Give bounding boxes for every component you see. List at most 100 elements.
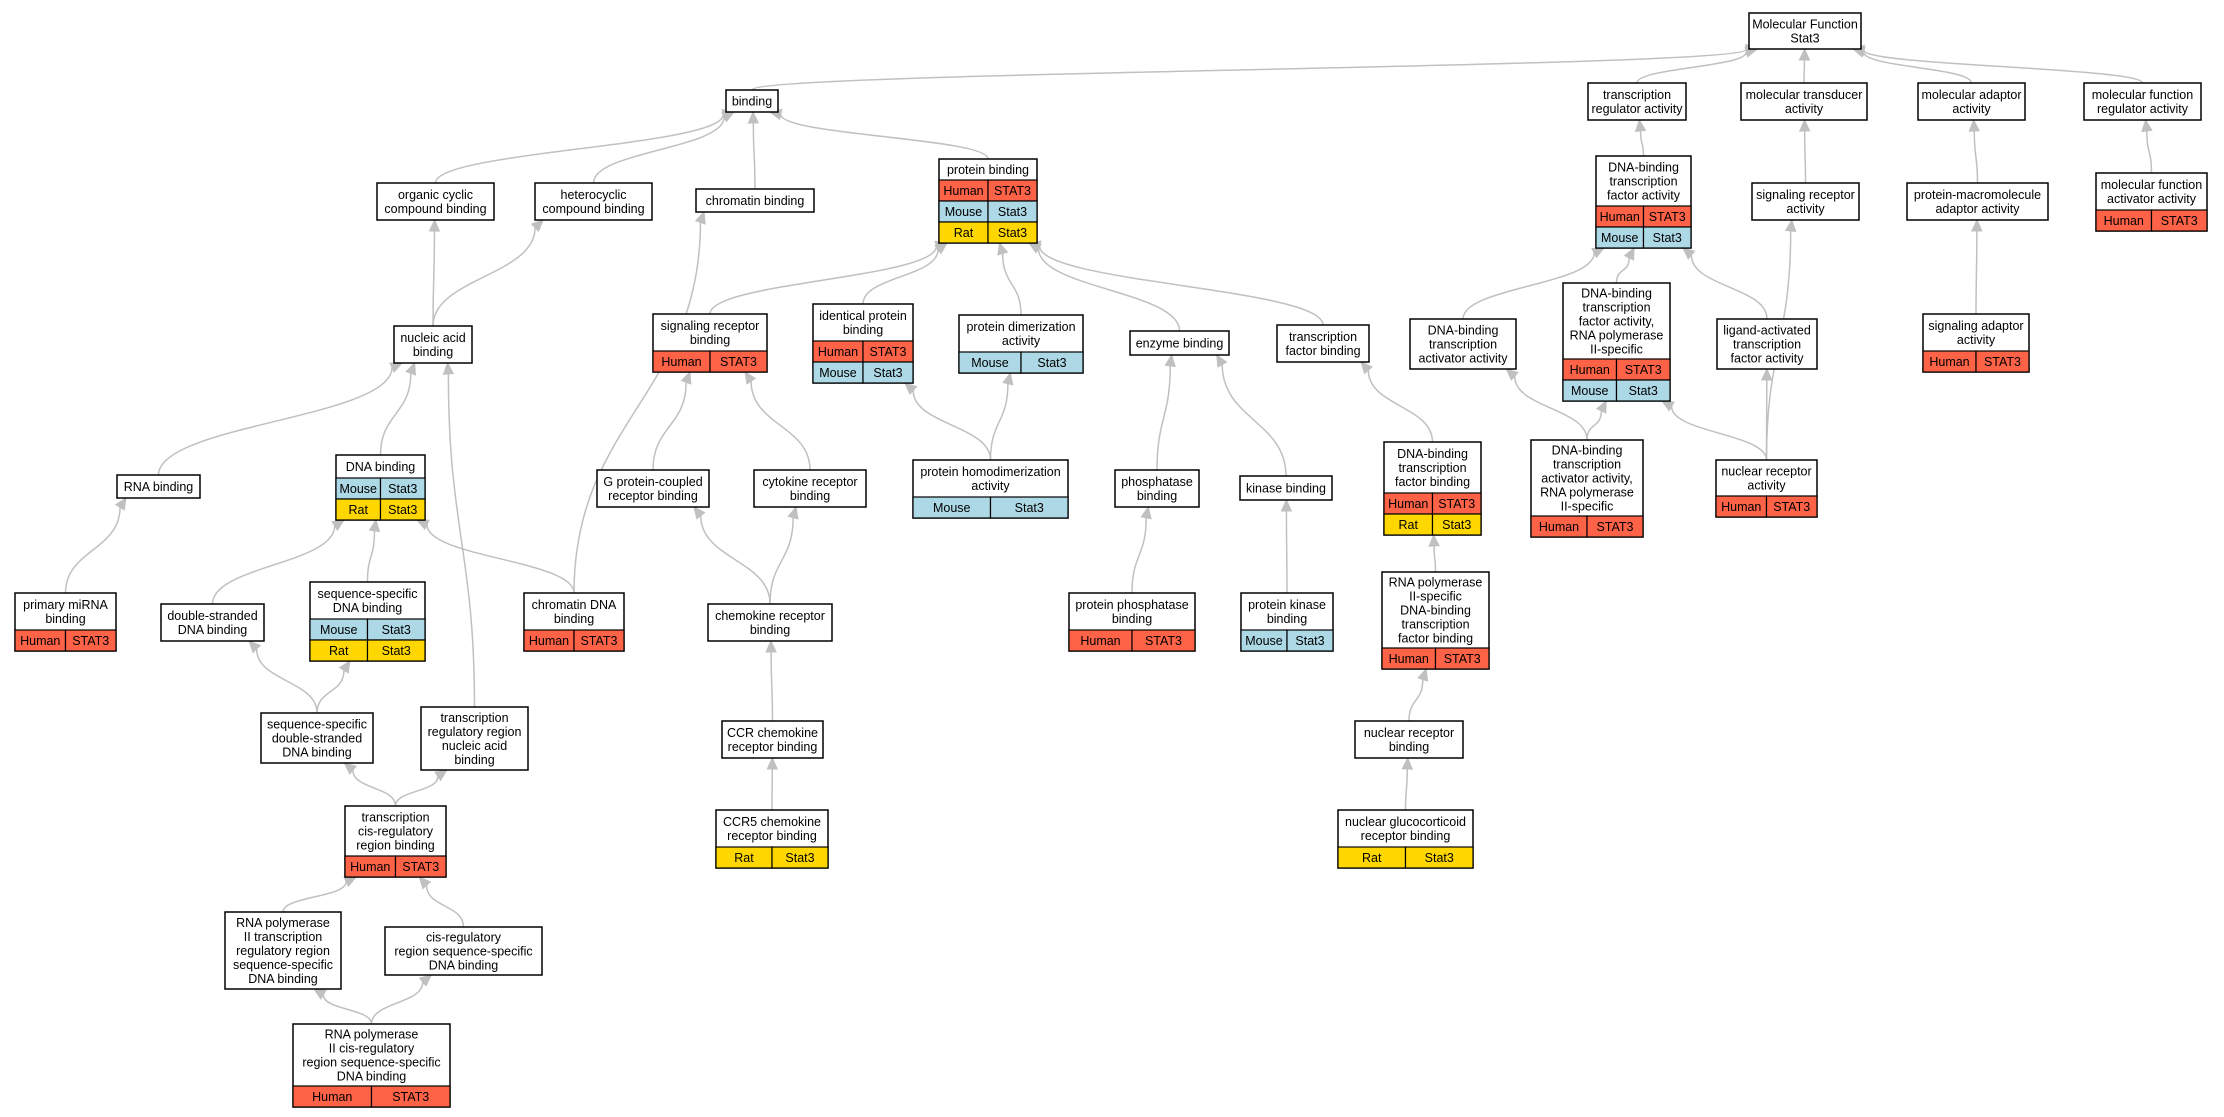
arrowhead (1505, 368, 1519, 381)
node-frame (695, 188, 815, 213)
edge-ssddb-to-ssdb (316, 670, 345, 714)
gene-cell (1615, 379, 1671, 402)
gene-cell (1431, 513, 1482, 536)
edge-eb-to-pb (1037, 248, 1181, 332)
node-label-line: binding (790, 489, 830, 503)
arrowhead (1140, 505, 1152, 520)
gene-label: Stat3 (998, 205, 1027, 219)
edge-ipb-to-pb (862, 249, 939, 305)
gene-label: STAT3 (994, 184, 1031, 198)
node-label-line: protein dimerization (966, 320, 1075, 334)
species-label: Rat (954, 226, 974, 240)
gene-label: STAT3 (392, 1090, 429, 1104)
arrowhead (2141, 118, 2153, 133)
gene-label: Stat3 (1442, 518, 1471, 532)
species-label: Human (350, 860, 390, 874)
node-label-line: molecular transducer (1746, 88, 1863, 102)
node-label-line: region sequence-specific (394, 945, 532, 959)
edge-srb-to-pb (709, 245, 938, 315)
node-label-line: factor activity (1607, 189, 1681, 203)
node-label-line: adaptor activity (1935, 202, 2020, 216)
species-label: Human (529, 634, 569, 648)
species-label: Human (1929, 355, 1969, 369)
edges-layer (64, 43, 2153, 1025)
gene-label: STAT3 (1145, 634, 1182, 648)
edge-tcrrb-to-ssddb (352, 769, 397, 807)
node-label-line: activity (1952, 102, 1991, 116)
node-label-line: protein homodimerization (920, 465, 1060, 479)
node-label-line: binding (1267, 612, 1307, 626)
node-frame (384, 926, 543, 976)
gene-label: STAT3 (869, 345, 906, 359)
node-label-line: Molecular Function (1752, 18, 1858, 32)
edge-rnap3-to-rnap2 (322, 994, 373, 1025)
edge-pkb-to-kb (1285, 510, 1288, 594)
node-label-line: activity (971, 479, 1010, 493)
node-frame (596, 469, 710, 508)
node-label-line: organic cyclic (398, 188, 473, 202)
node-label-line: transcription (440, 711, 508, 725)
node-frame (2083, 82, 2202, 121)
node-label-line: DNA binding (429, 959, 499, 973)
edge-ppb-to-phb (1131, 517, 1147, 594)
node-label-line: binding (1137, 489, 1177, 503)
gene-label: Stat3 (388, 503, 417, 517)
species-label: Rat (1362, 851, 1382, 865)
edge-trrnab-to-nab (447, 373, 476, 708)
node-label-line: binding (690, 333, 730, 347)
species-label: Human (1539, 520, 1579, 534)
node-label-line: II-specific (1561, 500, 1614, 514)
edge-rnap2-to-tcrrb (282, 881, 347, 913)
node-label-line: protein binding (947, 163, 1029, 177)
arrowhead (1280, 498, 1293, 512)
arrowhead (530, 219, 544, 233)
go-term-node-kb: kinase binding (1239, 475, 1333, 501)
node-label-line: receptor binding (608, 489, 698, 503)
node-label-line: RNA binding (124, 480, 194, 494)
node-frame (393, 325, 473, 364)
species-label: Mouse (1601, 231, 1639, 245)
arrowhead (1595, 399, 1607, 414)
node-label-line: chromatin binding (706, 194, 805, 208)
edge-hcb-to-binding (592, 116, 725, 184)
node-label-line: nucleic acid (400, 331, 465, 345)
node-label-line: binding (45, 612, 85, 626)
node-label-line: molecular function (2092, 88, 2193, 102)
edge-chb-to-binding (752, 122, 756, 190)
node-label-line: binding (454, 753, 494, 767)
gene-cell (862, 361, 914, 384)
gene-label: STAT3 (1984, 355, 2021, 369)
species-label: Mouse (1245, 634, 1283, 648)
node-label-line: RNA polymerase (1389, 576, 1483, 590)
edge-crb-to-srb (750, 381, 811, 471)
arrowhead (331, 519, 346, 532)
node-label-line: activator activity (2107, 192, 2197, 206)
gene-cell (394, 855, 447, 878)
node-label-line: transcription (1401, 618, 1469, 632)
node-label-line: chromatin DNA (532, 598, 617, 612)
node-label-line: RNA polymerase (325, 1028, 419, 1042)
edge-dbtfa2-to-dbtfa (1615, 257, 1630, 284)
node-label-line: molecular adaptor (1921, 88, 2021, 102)
node-label-line: RNA polymerase (236, 916, 330, 930)
edge-chrb-to-gpcrb (699, 515, 771, 605)
node-label-line: II cis-regulatory (329, 1042, 415, 1056)
species-label: Mouse (971, 356, 1009, 370)
node-label-line: ligand-activated (1723, 324, 1811, 338)
node-frame (1129, 330, 1230, 356)
node-label-line: sequence-specific (267, 718, 367, 732)
